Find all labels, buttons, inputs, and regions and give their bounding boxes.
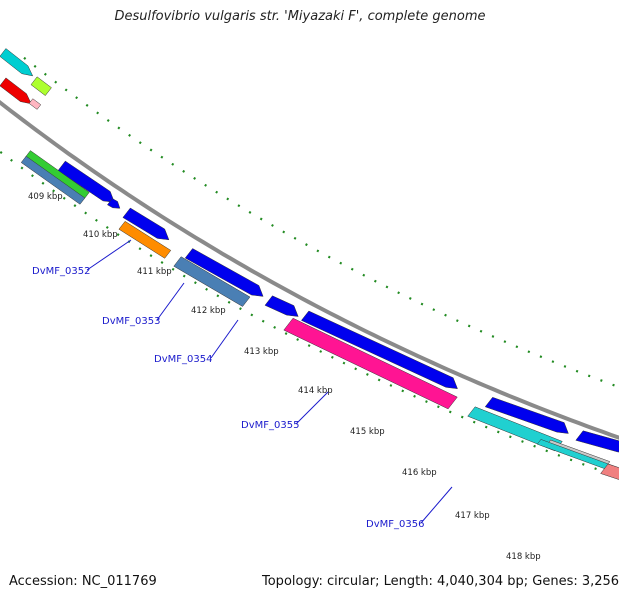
cds-pink-top	[28, 98, 42, 110]
gene-forward-7	[484, 397, 569, 434]
tick-ring-dots	[0, 56, 619, 478]
gene-leader-line	[295, 391, 329, 425]
kbp-label: 409 kbp	[28, 192, 63, 202]
map-title: Desulfovibrio vulgaris str. 'Miyazaki F'…	[114, 9, 486, 24]
gene-forward-1	[57, 160, 115, 203]
gene-forward-4	[184, 248, 264, 297]
gene-leader-line	[420, 486, 453, 524]
cds-steelblue-2	[173, 256, 251, 307]
feature-track	[0, 48, 619, 480]
gene-leader-line	[156, 282, 185, 321]
cds-salmon-1	[600, 463, 619, 480]
gene-forward-2	[107, 198, 121, 209]
cds-lime-top	[30, 76, 52, 96]
gene-forward-6	[301, 310, 458, 389]
accession-label: Accession: NC_011769	[9, 574, 157, 589]
gene-label: DvMF_0352	[32, 266, 90, 277]
gene-label: DvMF_0355	[241, 420, 299, 431]
cds-teal-top	[0, 48, 34, 77]
tick-ring-0	[23, 56, 619, 389]
kbp-label: 417 kbp	[455, 511, 490, 521]
gene-label: DvMF_0356	[366, 519, 424, 530]
kbp-label: 412 kbp	[191, 306, 226, 316]
gene-forward-3	[122, 207, 170, 241]
kbp-label: 418 kbp	[506, 552, 541, 562]
kbp-label: 411 kbp	[137, 267, 172, 277]
gene-leader-line	[210, 319, 239, 359]
gene-leader-line	[86, 239, 132, 271]
cds-red-top	[0, 77, 32, 105]
scale-labels: 409 kbp 410 kbp 411 kbp 412 kbp 413 kbp 414 k…	[28, 192, 541, 562]
gene-labels: DvMF_0352DvMF_0353DvMF_0354DvMF_0355DvMF…	[32, 239, 453, 530]
gene-forward-5	[264, 295, 299, 317]
gene-forward-8	[575, 430, 619, 453]
gene-label: DvMF_0353	[102, 316, 160, 327]
kbp-label: 414 kbp	[298, 386, 333, 396]
gene-label: DvMF_0354	[154, 354, 212, 365]
backbone-line	[0, 99, 619, 440]
cds-magenta-1	[283, 317, 458, 410]
kbp-label: 416 kbp	[402, 468, 437, 478]
cds-steelblue-1	[20, 155, 86, 205]
tick-ring-1	[0, 150, 619, 478]
genome-map-canvas: Desulfovibrio vulgaris str. 'Miyazaki F'…	[0, 9, 619, 589]
cds-orange-1	[118, 220, 172, 259]
kbp-label: 410 kbp	[83, 230, 118, 240]
kbp-label: 415 kbp	[350, 427, 385, 437]
cds-cyan-1	[467, 406, 563, 452]
genome-map-svg: 409 kbp 410 kbp 411 kbp 412 kbp 413 kbp 414 k…	[0, 48, 619, 562]
kbp-label: 413 kbp	[244, 347, 279, 357]
backbone-ring	[0, 99, 619, 440]
genome-summary: Topology: circular; Length: 4,040,304 bp…	[262, 574, 619, 589]
